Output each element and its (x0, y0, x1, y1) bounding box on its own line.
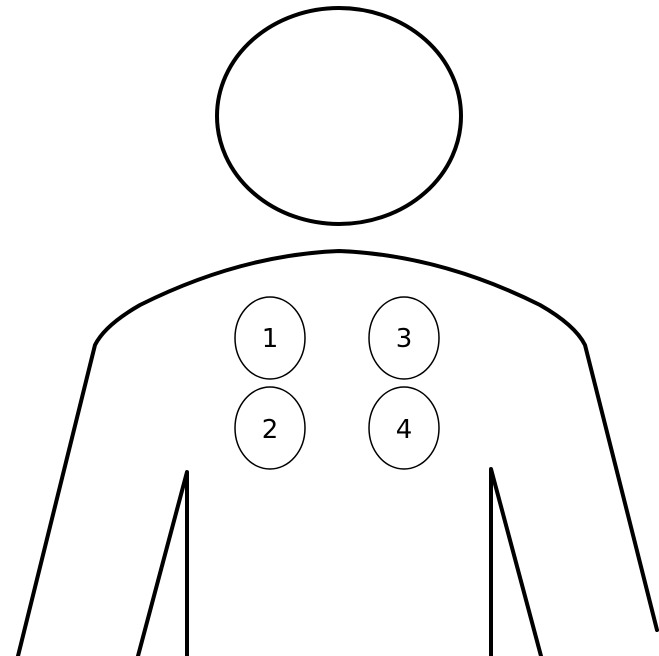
site-marker-2: 2 (235, 387, 305, 469)
left-arm-inner-line (138, 472, 187, 656)
site-3-label: 3 (396, 324, 413, 354)
site-marker-1: 1 (235, 297, 305, 379)
site-marker-4: 4 (369, 387, 439, 469)
site-4-label: 4 (396, 415, 413, 445)
site-1-label: 1 (262, 324, 279, 354)
right-arm-inner-line (491, 469, 541, 656)
site-marker-3: 3 (369, 297, 439, 379)
site-2-label: 2 (262, 415, 279, 445)
head-outline (217, 8, 461, 224)
torso-outline (18, 251, 657, 656)
